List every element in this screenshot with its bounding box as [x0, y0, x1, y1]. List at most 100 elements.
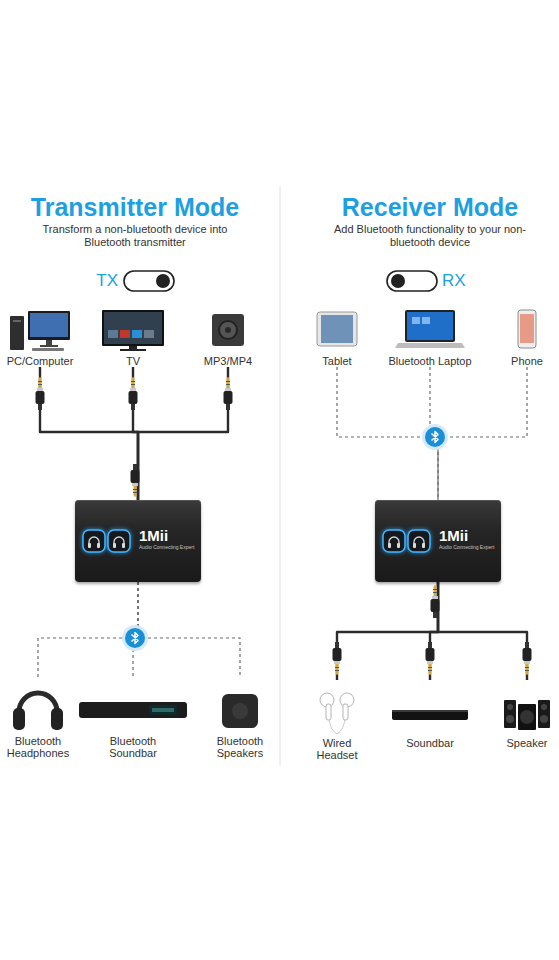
audio-jack [131, 464, 140, 497]
rect-part [504, 700, 516, 728]
device-icon [390, 680, 470, 734]
rect-part [32, 348, 64, 351]
audio-jack [431, 585, 440, 618]
rect-part [326, 704, 331, 720]
brand-name: 1Mii [139, 527, 194, 544]
rect-part [422, 543, 425, 548]
toggle-switch [387, 271, 437, 291]
rect-part [317, 312, 357, 346]
audio-cable [438, 582, 527, 680]
audio-jack [523, 642, 532, 675]
rect-part [28, 311, 70, 340]
audio-jack [129, 377, 138, 410]
button-icons [375, 500, 435, 582]
rect-part [46, 340, 52, 345]
device-icon [313, 308, 361, 352]
rect-part [144, 330, 154, 338]
audio-jack [36, 377, 45, 410]
device-label: Wired Headset [312, 737, 362, 761]
bluetooth-icon [122, 625, 148, 651]
device-node: PC/Computer [7, 308, 74, 367]
rect-part [10, 316, 24, 350]
rect-part [405, 310, 455, 342]
rect-part [97, 543, 100, 548]
rect-part [122, 543, 125, 548]
device-node: Speaker [502, 680, 552, 749]
device-node: Bluetooth Laptop [388, 308, 471, 367]
device-label: Speaker [502, 737, 552, 749]
device-node: Bluetooth Soundbar [77, 678, 189, 759]
rect-part [222, 694, 258, 728]
device-label: Bluetooth Speakers [209, 735, 271, 759]
circle-part [219, 321, 237, 339]
device-icon [314, 680, 360, 734]
rect-part [40, 345, 58, 347]
rect-part [132, 330, 142, 338]
rect-part [113, 543, 116, 548]
audio-cable [337, 582, 438, 680]
rect-part [149, 705, 177, 715]
mode-switch-label: RX [442, 271, 466, 291]
rect-part [383, 530, 405, 552]
rect-part [79, 702, 187, 718]
rect-part [412, 317, 420, 324]
rect-part [422, 317, 430, 324]
device-node: MP3/MP4 [204, 308, 252, 367]
mode-title: Receiver Mode [342, 192, 518, 222]
device-icon [10, 678, 66, 732]
rect-part [120, 330, 130, 338]
rect-part [413, 543, 416, 548]
device-label: Bluetooth Soundbar [98, 735, 168, 759]
device-label: TV [100, 355, 166, 367]
device-icon [8, 308, 72, 352]
toggle-knob [391, 274, 405, 288]
path-part [329, 718, 345, 734]
device-label: Phone [511, 355, 543, 367]
path-part [395, 343, 465, 348]
toggle-switch [124, 271, 174, 291]
device-node: TV [100, 308, 166, 367]
rect-part [407, 529, 431, 553]
adapter-box: 1MiiAudio Connecting Expert [375, 500, 501, 582]
rect-part [518, 310, 536, 348]
rect-part [397, 543, 400, 548]
rect-part [212, 314, 244, 346]
bluetooth-link [38, 582, 138, 678]
rect-part [518, 704, 536, 730]
rect-part [382, 529, 406, 553]
device-node: Wired Headset [312, 680, 362, 761]
circle-part [506, 715, 514, 723]
rect-part [520, 314, 534, 343]
brand-name: 1Mii [439, 527, 494, 544]
brand-tagline: Audio Connecting Expert [439, 544, 494, 551]
mode-title: Transmitter Mode [31, 192, 239, 222]
rect-part [82, 529, 106, 553]
adapter-box: 1MiiAudio Connecting Expert [75, 500, 201, 582]
rect-part [408, 530, 430, 552]
brand-block: 1MiiAudio Connecting Expert [439, 527, 494, 551]
toggle-knob [156, 274, 170, 288]
brand-block: 1MiiAudio Connecting Expert [139, 527, 194, 551]
rect-part [51, 708, 63, 730]
bluetooth-icon [422, 424, 448, 450]
brand-tagline: Audio Connecting Expert [139, 544, 194, 551]
circle-part [541, 704, 547, 710]
bluetooth-link [438, 367, 527, 500]
rect-part [108, 330, 118, 338]
panel-divider [280, 186, 281, 766]
rect-part [13, 320, 21, 322]
rect-part [88, 543, 91, 548]
device-icon [77, 678, 189, 732]
device-node: Bluetooth Speakers [209, 678, 271, 759]
device-label: Soundbar [390, 737, 470, 749]
rect-part [129, 346, 137, 349]
rect-part [152, 708, 174, 712]
rect-part [407, 312, 453, 340]
rect-part [108, 530, 130, 552]
device-icon [100, 308, 166, 352]
circle-part [520, 710, 534, 724]
rect-part [83, 530, 105, 552]
device-icon [208, 308, 248, 352]
